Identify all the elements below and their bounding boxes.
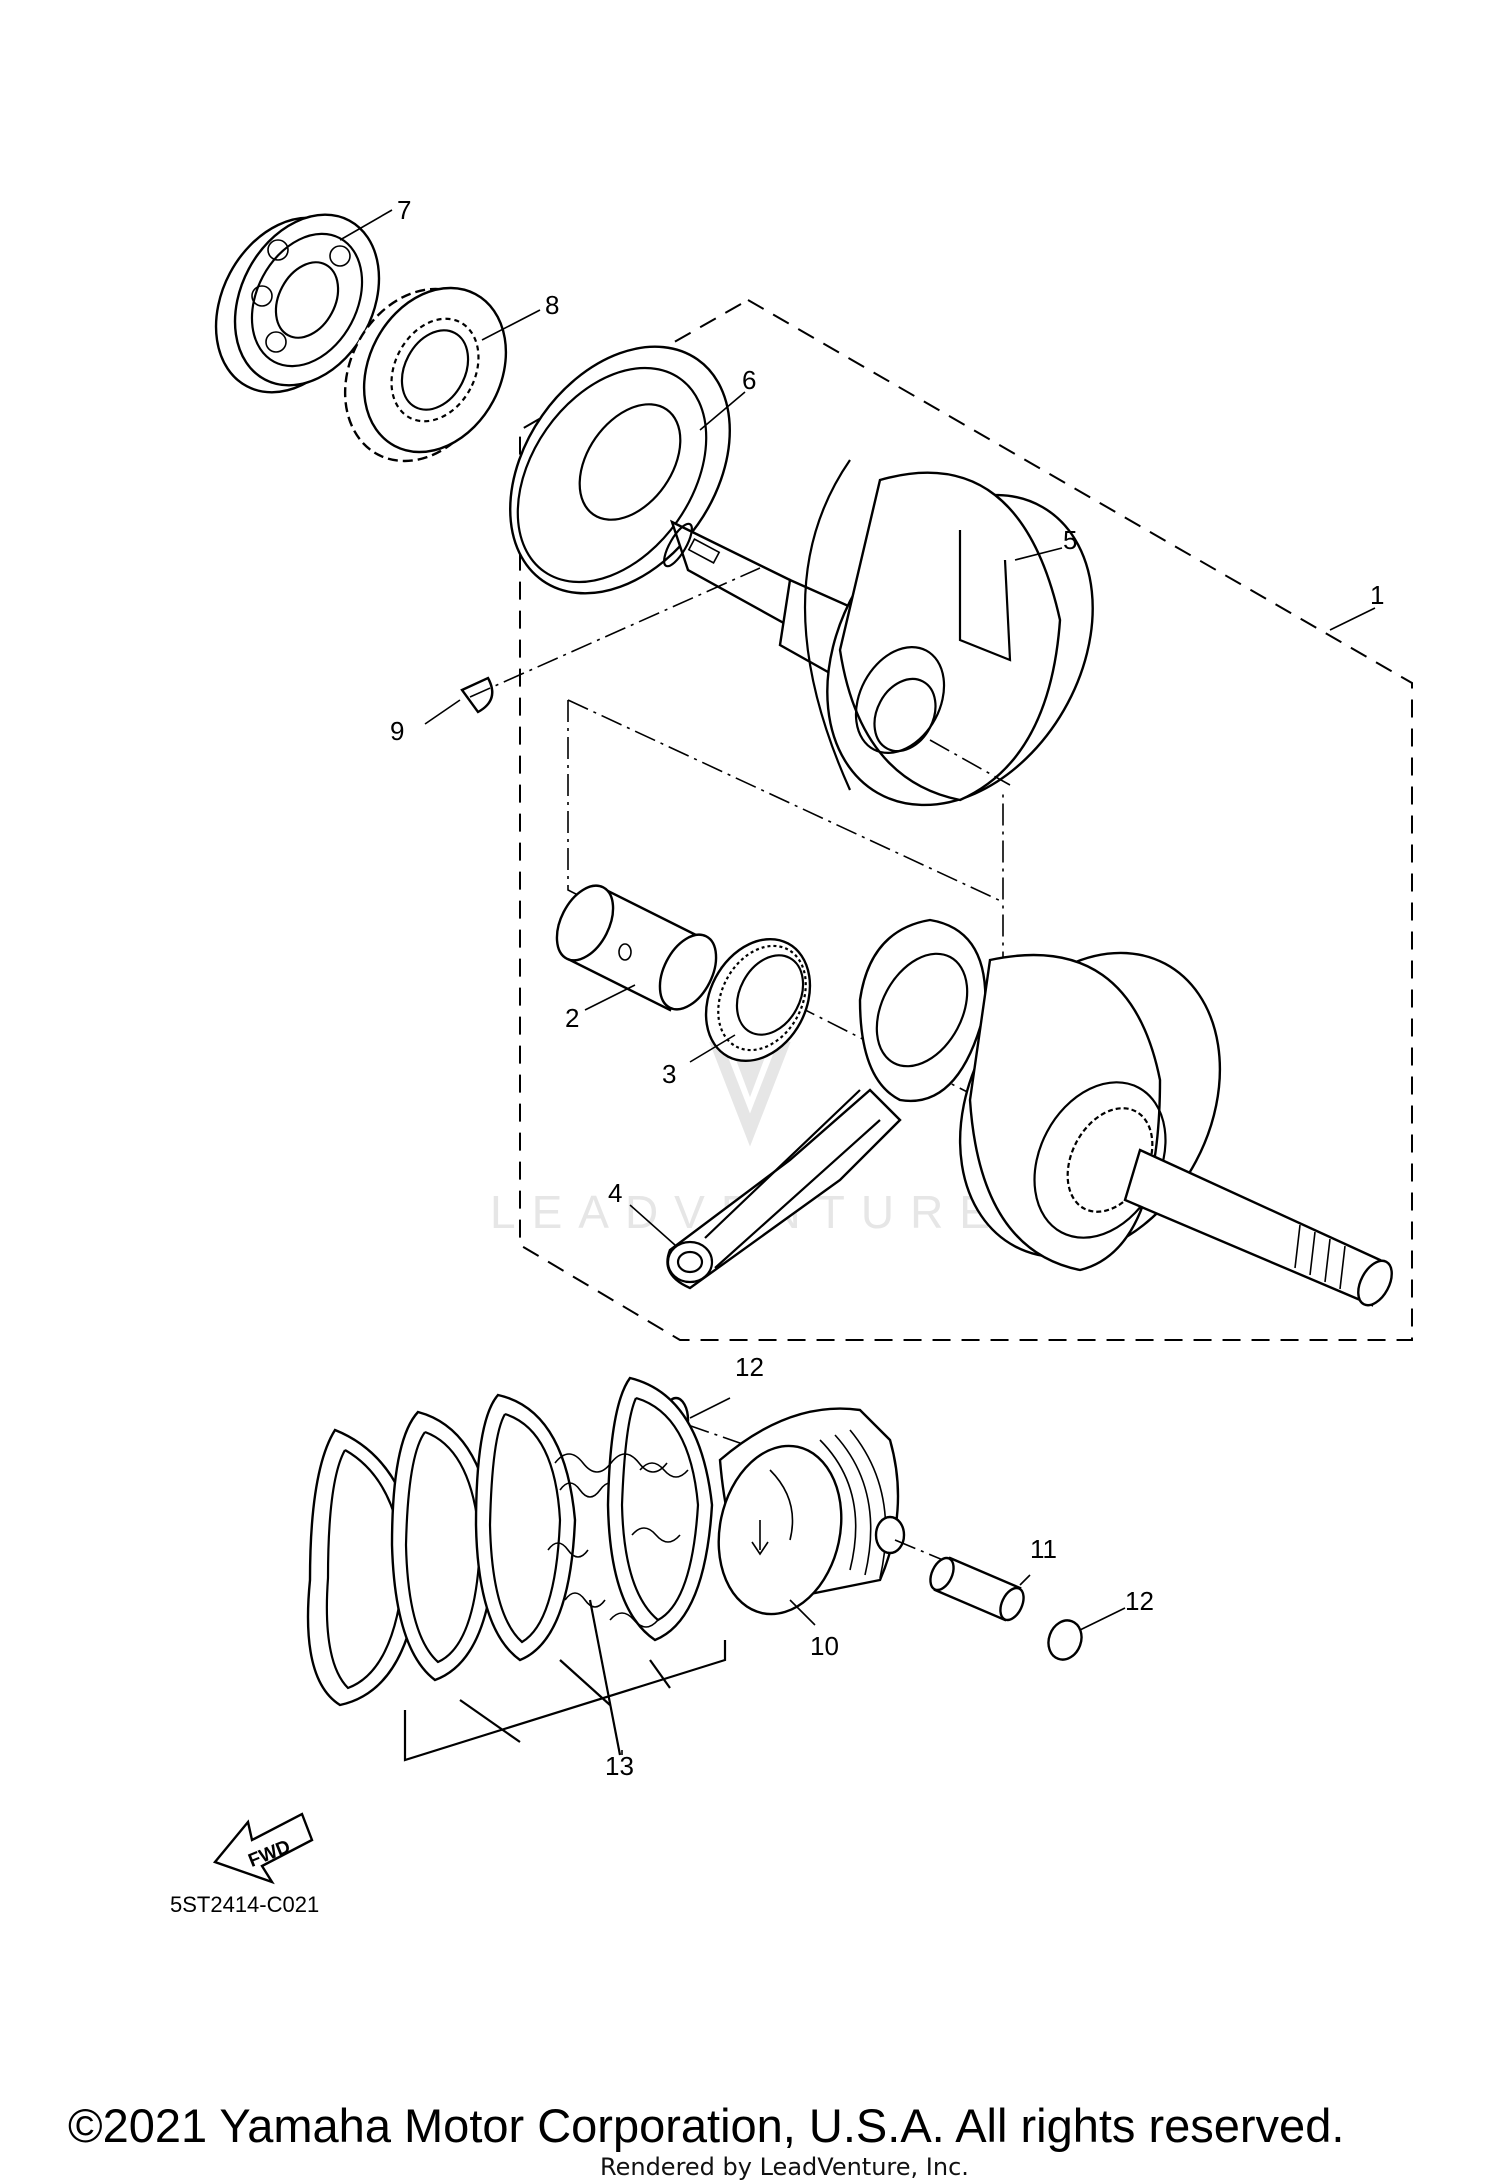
- part-5-crank-left: [663, 459, 1094, 807]
- callout-3: 3: [662, 1059, 676, 1089]
- part-10-piston: [717, 1407, 956, 1616]
- callout-13: 13: [605, 1751, 634, 1781]
- callout-7: 7: [397, 195, 411, 225]
- callout-12-bottom: 12: [1125, 1586, 1154, 1616]
- part-11-piston-pin: [929, 1556, 1025, 1622]
- fwd-arrow-icon: FWD: [212, 1812, 314, 1885]
- callout-10: 10: [810, 1631, 839, 1661]
- callout-9: 9: [390, 716, 404, 746]
- part-8-gear: [343, 286, 508, 463]
- leader-lines: [339, 209, 1376, 1755]
- centerlines: [469, 567, 1011, 1112]
- part-9-key: [460, 676, 494, 714]
- copyright-text: ©2021 Yamaha Motor Corporation, U.S.A. A…: [68, 2099, 1344, 2152]
- callout-1: 1: [1370, 580, 1384, 610]
- diagram-code: 5ST2414-C021: [170, 1892, 319, 1917]
- callout-12-top: 12: [735, 1352, 764, 1382]
- crankshaft-assembly-outline: [519, 298, 1413, 1341]
- callout-11: 11: [1030, 1534, 1057, 1564]
- part-2-crank-pin: [555, 884, 718, 1012]
- callout-6: 6: [742, 365, 756, 395]
- callout-5: 5: [1063, 525, 1077, 555]
- callout-2: 2: [565, 1003, 579, 1033]
- part-12-circlip-bottom: [1047, 1619, 1083, 1661]
- part-4-connecting-rod: [666, 918, 987, 1290]
- callout-8: 8: [545, 290, 559, 320]
- part-7-bearing: [214, 213, 381, 394]
- rendered-by-text: Rendered by LeadVenture, Inc.: [600, 2153, 969, 2181]
- callout-4: 4: [608, 1178, 622, 1208]
- part-13-piston-rings: [306, 1376, 727, 1762]
- part-3-needle-bearing: [704, 937, 812, 1063]
- part-crank-right: [958, 951, 1393, 1307]
